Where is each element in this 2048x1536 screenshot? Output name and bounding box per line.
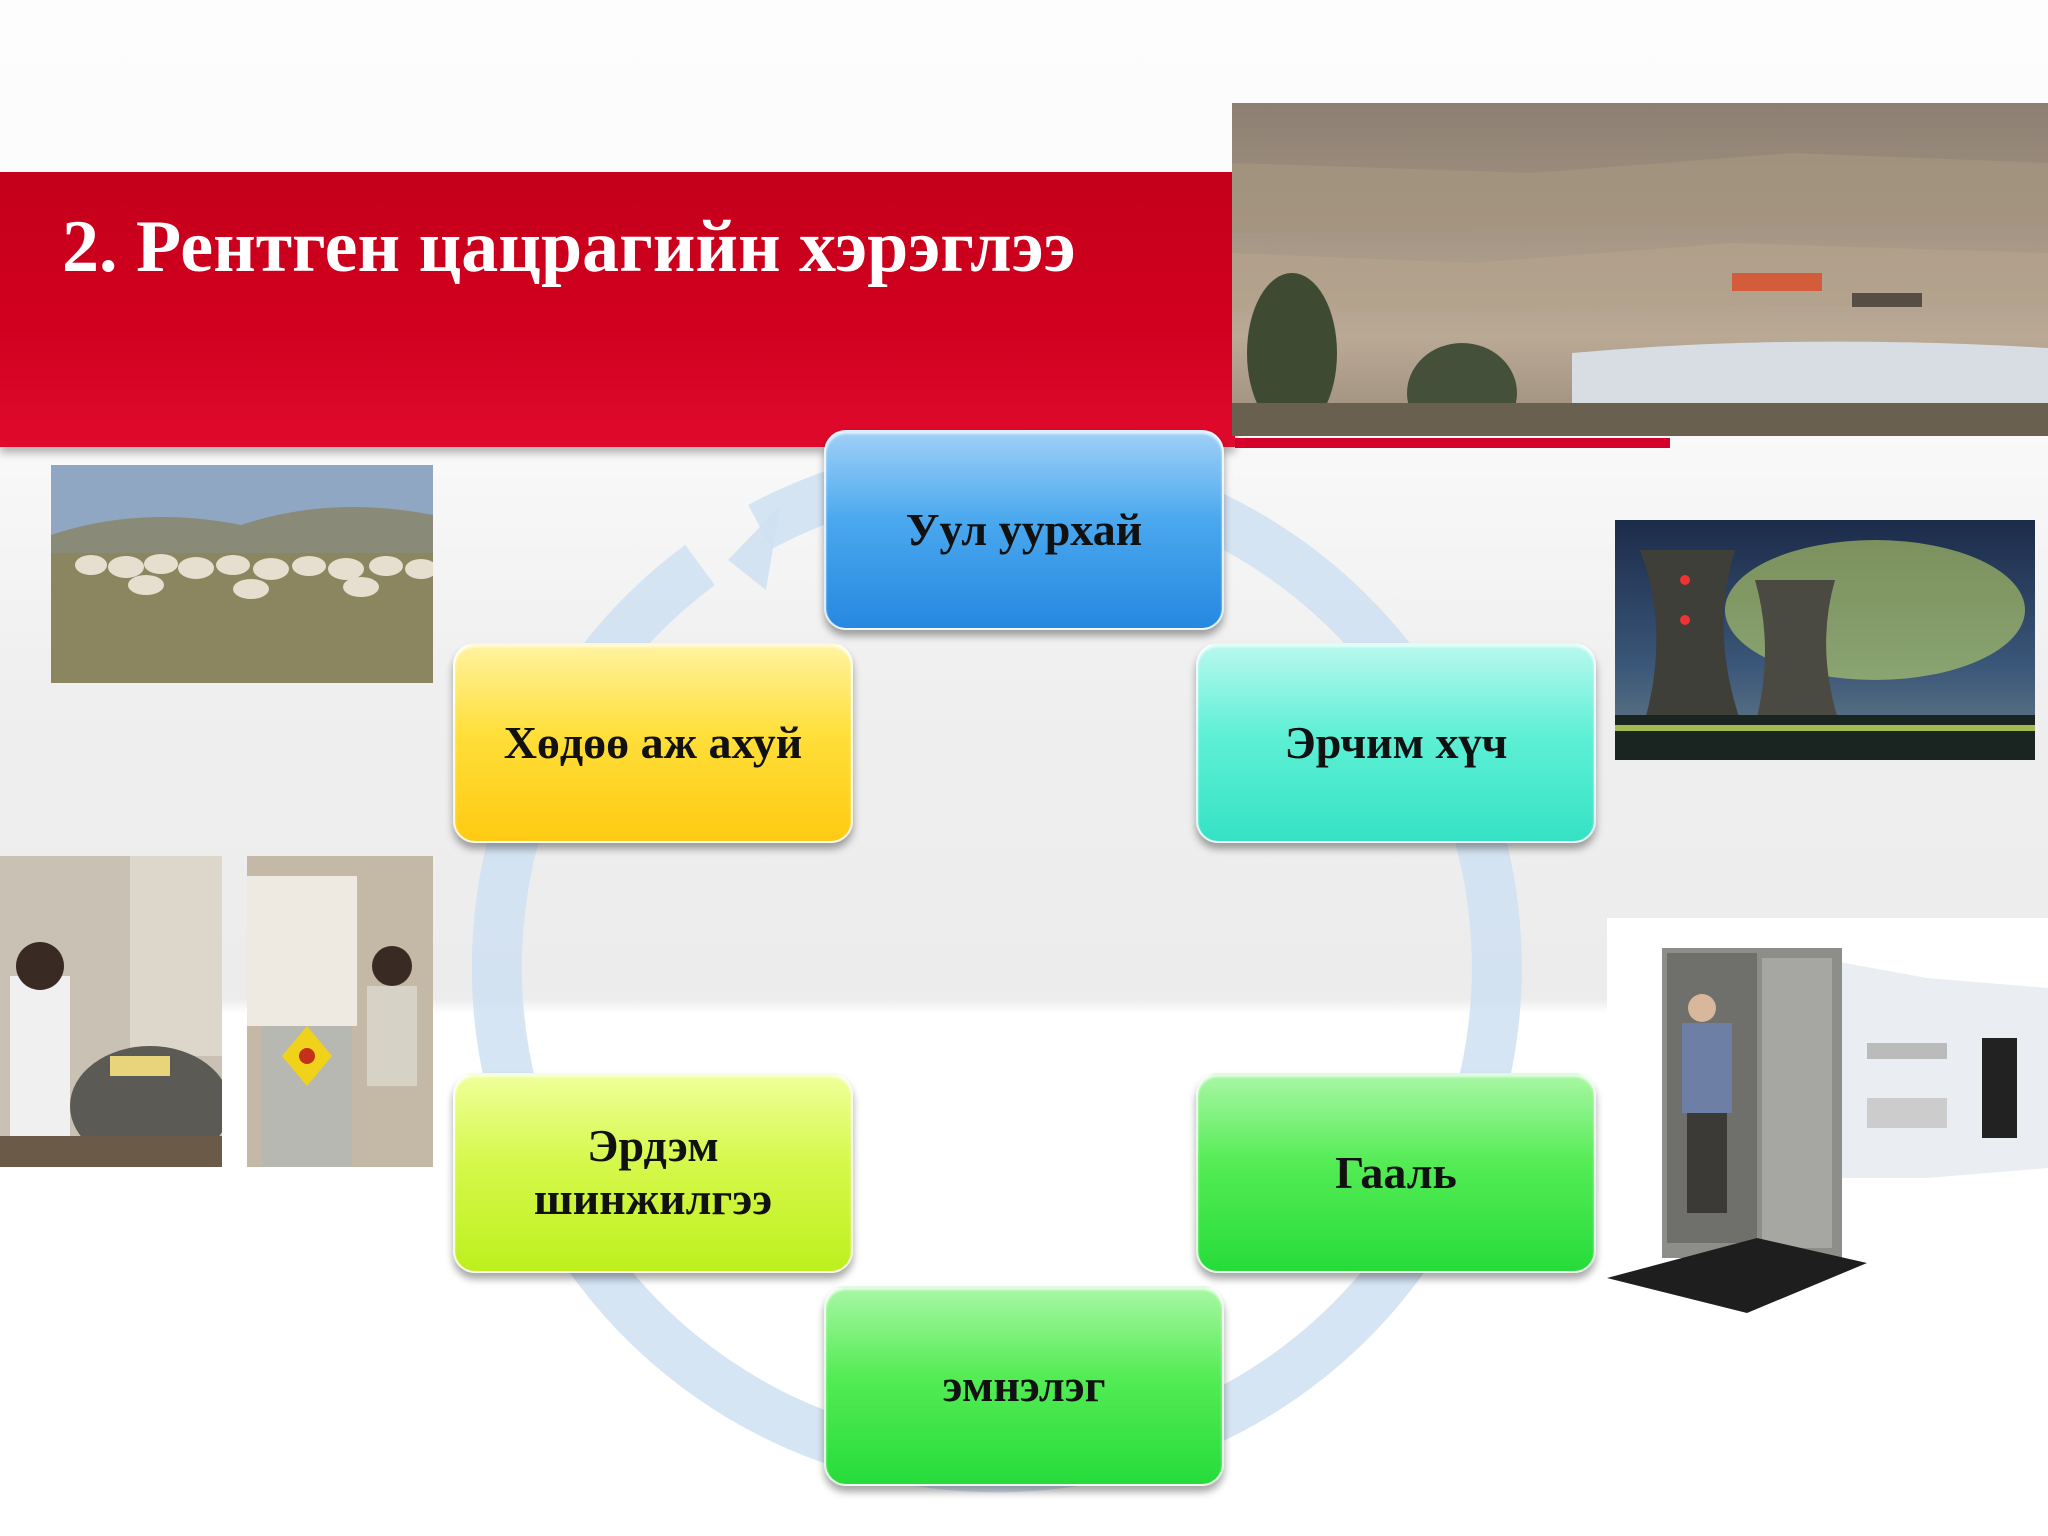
sheep-herd-photo [51, 465, 433, 683]
node-hospital: эмнэлэг [824, 1286, 1224, 1486]
node-research: Эрдэм шинжилгээ [453, 1073, 853, 1273]
body-scanner-photo [1607, 918, 2048, 1336]
node-agriculture: Хөдөө аж ахуй [453, 643, 853, 843]
laboratory-photo-right [247, 856, 433, 1167]
node-energy: Эрчим хүч [1196, 643, 1596, 843]
cycle-arrowhead [728, 506, 780, 590]
node-customs: Гааль [1196, 1073, 1596, 1273]
cooling-towers-photo [1615, 520, 2035, 760]
slide-title: 2. Рентген цацрагийн хэрэглээ [62, 206, 1076, 288]
laboratory-photo-left [0, 856, 222, 1167]
mine-landscape-photo [1232, 103, 2048, 436]
title-band-underline [1235, 438, 1670, 448]
node-mining: Уул уурхай [824, 430, 1224, 630]
title-band [0, 172, 1235, 447]
